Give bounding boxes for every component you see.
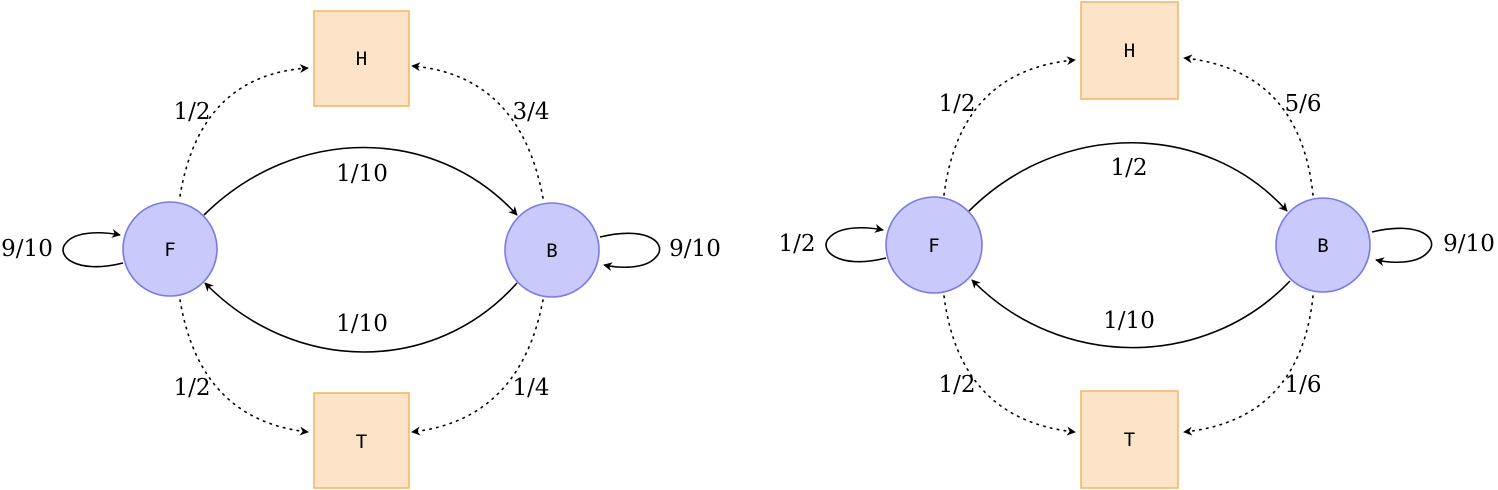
node-b bbox=[1275, 197, 1371, 293]
edge-f-self bbox=[62, 229, 124, 268]
label-b-to-t: 1/6 bbox=[1284, 372, 1321, 398]
node-b-label: B bbox=[1317, 235, 1328, 257]
edge-f-to-t bbox=[943, 295, 1076, 436]
edge-f-to-b bbox=[203, 146, 518, 216]
edge-b-to-t bbox=[1183, 295, 1314, 436]
node-f-label: F bbox=[164, 239, 175, 261]
node-h-label: H bbox=[1124, 40, 1135, 62]
diagram-left: H T F B 9/10 9/10 1/10 1/10 1/2 1/2 3/4 … bbox=[1, 10, 721, 489]
edge-f-to-b bbox=[968, 141, 1288, 212]
label-f-to-t: 1/2 bbox=[938, 372, 975, 398]
edge-f-to-h bbox=[179, 64, 309, 197]
label-b-to-t: 1/4 bbox=[512, 375, 549, 401]
node-t-label: T bbox=[356, 431, 367, 453]
label-f-self: 1/2 bbox=[778, 231, 815, 257]
diagram-right: H T F B 1/2 9/10 1/2 1/10 1/2 1/2 5/6 1/… bbox=[778, 1, 1495, 489]
node-b-label: B bbox=[546, 240, 557, 262]
node-f bbox=[885, 196, 983, 294]
node-h-label: H bbox=[356, 48, 367, 70]
node-f bbox=[122, 201, 218, 297]
node-h bbox=[1080, 1, 1179, 100]
label-b-to-f: 1/10 bbox=[336, 311, 388, 337]
label-f-to-t: 1/2 bbox=[173, 375, 210, 401]
label-b-to-h: 3/4 bbox=[512, 99, 549, 125]
edge-b-to-h bbox=[411, 62, 544, 199]
edge-b-self bbox=[599, 232, 661, 272]
label-b-self: 9/10 bbox=[669, 236, 721, 262]
label-f-to-h: 1/2 bbox=[173, 99, 210, 125]
label-f-to-b: 1/2 bbox=[1110, 155, 1147, 181]
edge-f-self bbox=[825, 224, 887, 263]
node-t bbox=[1080, 390, 1179, 489]
edge-b-to-h bbox=[1183, 54, 1314, 196]
edge-f-to-t bbox=[179, 299, 309, 436]
edge-b-to-f bbox=[971, 279, 1291, 349]
label-b-to-h: 5/6 bbox=[1284, 91, 1321, 117]
node-h bbox=[313, 10, 410, 107]
label-b-self: 9/10 bbox=[1443, 231, 1495, 257]
node-t-label: T bbox=[1124, 429, 1135, 451]
label-f-to-h: 1/2 bbox=[938, 91, 975, 117]
node-f-label: F bbox=[928, 235, 939, 257]
edge-f-to-h bbox=[943, 56, 1076, 196]
node-b bbox=[504, 202, 600, 298]
label-f-to-b: 1/10 bbox=[336, 161, 388, 187]
label-f-self: 9/10 bbox=[1, 236, 53, 262]
label-b-to-f: 1/10 bbox=[1103, 308, 1155, 334]
edge-b-to-f bbox=[204, 282, 518, 353]
node-t bbox=[313, 392, 410, 489]
edge-b-self bbox=[1371, 227, 1433, 267]
edge-b-to-t bbox=[411, 299, 544, 436]
